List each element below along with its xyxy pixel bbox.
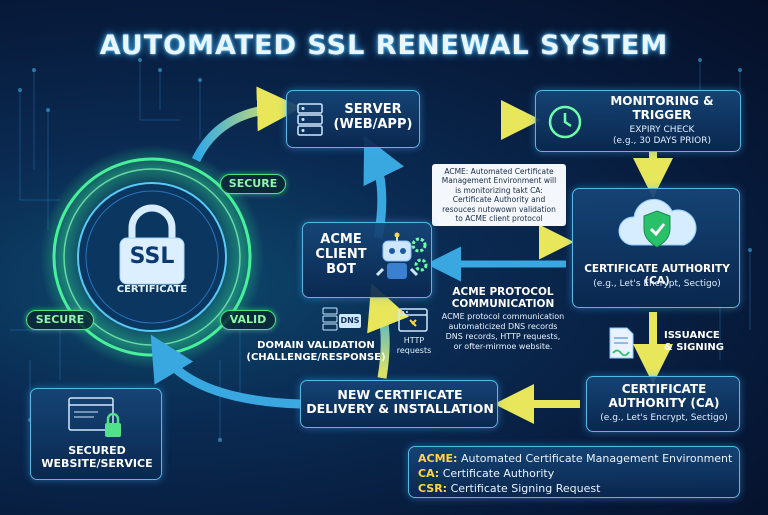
page-title: AUTOMATED SSL RENEWAL SYSTEM [99, 30, 669, 61]
ca-bottom-title: CERTIFICATE AUTHORITY (CA) [608, 382, 720, 410]
clock-icon [548, 105, 582, 139]
secured-website-node: SECURED WEBSITE/SERVICE [30, 388, 162, 480]
server-rack-icon [297, 103, 323, 136]
protocol-body: ACME protocol communication automaticize… [441, 312, 565, 351]
legend-box [408, 446, 740, 498]
acme-client-bot-node: ACME CLIENT BOT [302, 222, 432, 298]
arc-emblem-to-server [191, 86, 302, 163]
secure-badge-left: SECURE [26, 310, 94, 330]
acme-info-note: ACME: Automated Certificate Management E… [432, 164, 566, 226]
ssl-emblem: SSL CERTIFICATE [98, 200, 206, 310]
dns-icon: DNS [322, 306, 362, 334]
protocol-title: ACME PROTOCOL COMMUNICATION [451, 286, 555, 311]
legend-row-ca: CA: Certificate Authority [418, 467, 554, 480]
ssl-certificate-caption: CERTIFICATE [116, 284, 188, 295]
legend-key: CA: [418, 467, 440, 480]
legend-text: Automated Certificate Management Environ… [457, 452, 733, 465]
ca-bottom-node: CERTIFICATE AUTHORITY (CA) (e.g., Let's … [586, 376, 740, 432]
secure-website-icon [68, 397, 121, 437]
arc-delivery-to-bot [367, 283, 409, 379]
legend-text: Certificate Authority [439, 467, 555, 480]
monitoring-subtitle: EXPIRY CHECK (e.g., 30 DAYS PRIOR) [612, 125, 711, 146]
valid-badge: VALID [220, 310, 276, 330]
http-browser-icon [398, 308, 428, 332]
server-node: SERVER (WEB/APP) [286, 90, 420, 148]
legend-key: CSR: [418, 482, 448, 495]
legend-key: ACME: [418, 452, 458, 465]
cloud-shield-icon [618, 198, 697, 248]
ca-bottom-subtitle: (e.g., Let's Encrypt, Sectigo) [600, 413, 728, 423]
arc-delivery-to-emblem [150, 334, 301, 409]
secured-website-label: SECURED WEBSITE/SERVICE [41, 444, 153, 470]
monitoring-node: MONITORING & TRIGGER EXPIRY CHECK (e.g.,… [535, 90, 741, 152]
legend-text: Certificate Signing Request [447, 482, 601, 495]
http-requests-label: HTTP requests [396, 336, 432, 355]
ca-top-title: CERTIFICATE AUTHORITY (CA) [584, 263, 730, 288]
delivery-node: NEW CERTIFICATE DELIVERY & INSTALLATION [300, 380, 498, 428]
ssl-lock-text: SSL [129, 244, 175, 269]
dns-icon-text: DNS [340, 316, 360, 325]
ca-top-node: CERTIFICATE AUTHORITY (CA) (e.g., Let's … [572, 188, 740, 308]
monitoring-title: MONITORING & TRIGGER [610, 94, 714, 122]
domain-validation-label: DOMAIN VALIDATION (CHALLENGE/RESPONSE) [246, 340, 386, 363]
secure-badge-top: SECURE [220, 174, 286, 194]
robot-icon [375, 232, 428, 279]
ca-top-subtitle: (e.g., Let's Encrypt, Sectigo) [593, 279, 721, 289]
acme-bot-label: ACME CLIENT BOT [315, 232, 367, 277]
server-label: SERVER (WEB/APP) [333, 102, 413, 132]
padlock-icon [119, 204, 185, 285]
delivery-label: NEW CERTIFICATE DELIVERY & INSTALLATION [306, 387, 494, 417]
legend-row-csr: CSR: Certificate Signing Request [418, 482, 600, 495]
document-sign-icon [609, 327, 634, 359]
legend-row-acme: ACME: Automated Certificate Management E… [418, 452, 732, 465]
issuance-signing-label: ISSUANCE & SIGNING [664, 330, 724, 353]
